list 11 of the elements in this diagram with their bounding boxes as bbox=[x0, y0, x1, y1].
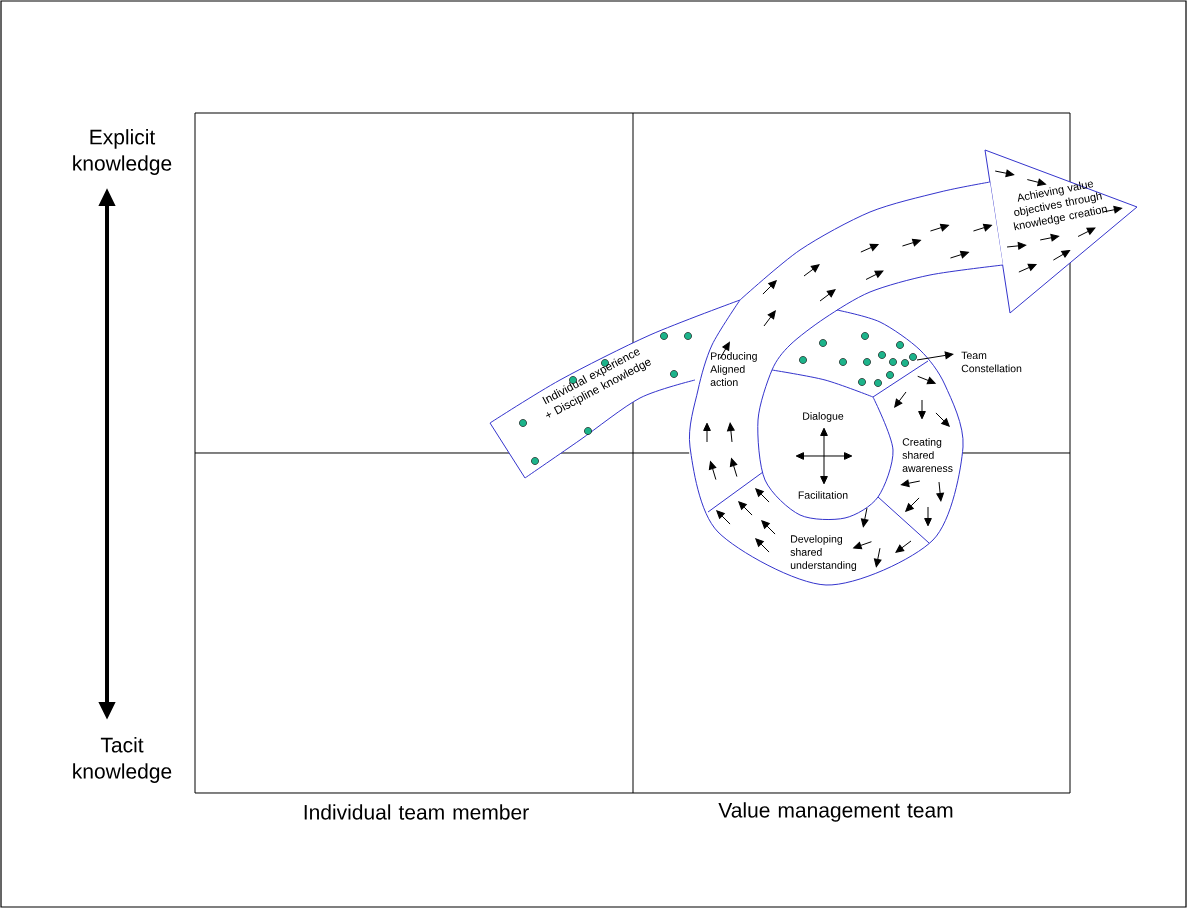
axis-label: Individual team member bbox=[304, 804, 529, 820]
stage-label: Creating shared awareness bbox=[902, 438, 953, 472]
stage-label: Producing Aligned action bbox=[710, 352, 757, 386]
axis-label: Value management team bbox=[718, 802, 953, 822]
stage-label: Dialogue bbox=[803, 412, 844, 422]
stage-label: Developing shared understanding bbox=[790, 535, 857, 571]
stage-label: Team Constellation bbox=[961, 351, 1022, 373]
stage-label: Facilitation bbox=[798, 491, 848, 499]
axis-label: Tacit knowledge bbox=[73, 737, 172, 783]
axis-label: Explicit knowledge bbox=[73, 129, 172, 175]
stage-label: Achieving value objectives through knowledge creation bbox=[1013, 181, 1108, 231]
